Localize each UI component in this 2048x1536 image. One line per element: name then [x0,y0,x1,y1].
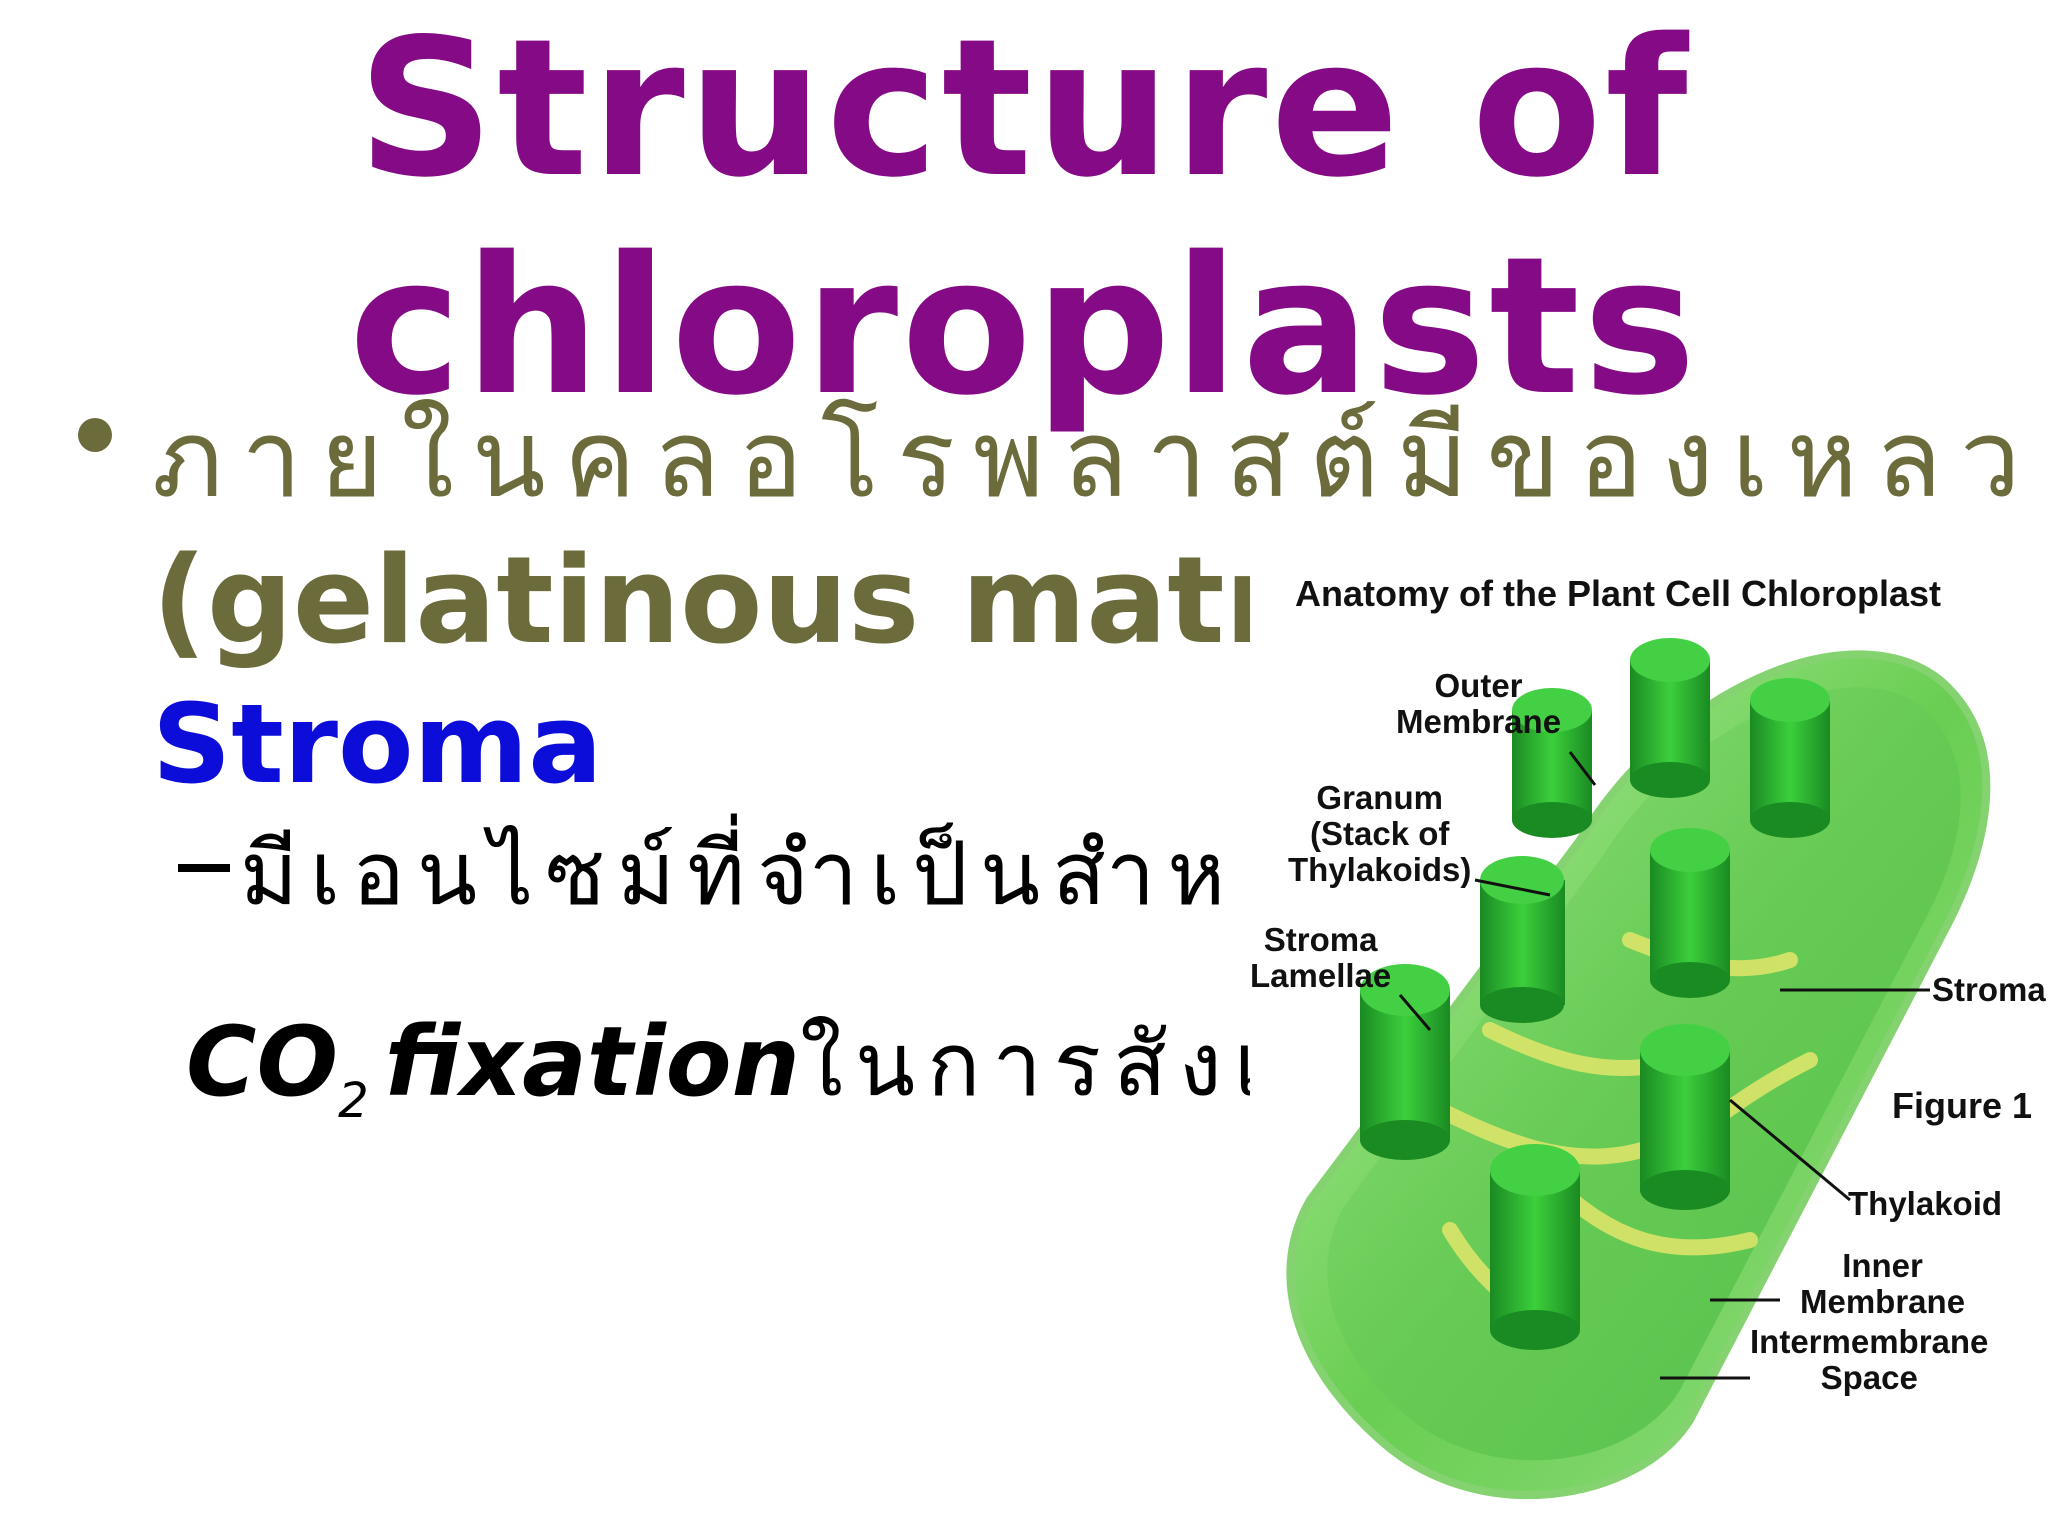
co2-subscript: 2 [338,1073,369,1129]
label-granum: Granum (Stack of Thylakoids) [1288,779,1472,888]
fixation-text: fixation [384,1006,800,1118]
stroma-word: Stroma [152,680,603,808]
figure-title: Anatomy of the Plant Cell Chloroplast [1295,573,1942,614]
chloroplast-illustration [1286,638,1991,1499]
thai-tail-text: ในการสังเ [799,1013,1276,1116]
leader-lines [1398,751,1930,1380]
granum-stacks [1360,638,1830,1350]
chloroplast-figure: Anatomy of the Plant Cell Chloroplast Ou… [1250,540,2048,1536]
co2-fixation-line: CO2 fixationในการสังเ [186,1002,1276,1161]
label-inner-membrane: Inner Membrane [1800,1247,1966,1320]
sub-bullet-thai-text: มีเอนไซม์ที่จำเป็นสำห [240,822,1238,925]
slide-title: Structure of chloroplasts [0,0,2048,436]
gelatinous-text: (gelatinous matri [152,532,1325,671]
title-line-2: chloroplasts [348,216,1700,437]
label-thylakoid: Thylakoid [1848,1185,2003,1222]
bullet-dot-icon [78,418,112,452]
label-figure-number: Figure 1 [1892,1085,2033,1126]
title-line-1: Structure of [357,0,1691,219]
label-outer-membrane: Outer Membrane [1396,667,1562,740]
sub-bullet-dash-icon [178,864,230,872]
bullet-thai-text: ภายในคลอโรพลาสต์มีของเหลว [152,397,2039,522]
label-stroma: Stroma [1932,971,2046,1008]
label-stroma-lamellae: Stroma Lamellae [1250,921,1392,994]
co2-text: CO [186,1006,339,1118]
label-intermembrane-space: Intermembrane Space [1750,1323,1989,1396]
